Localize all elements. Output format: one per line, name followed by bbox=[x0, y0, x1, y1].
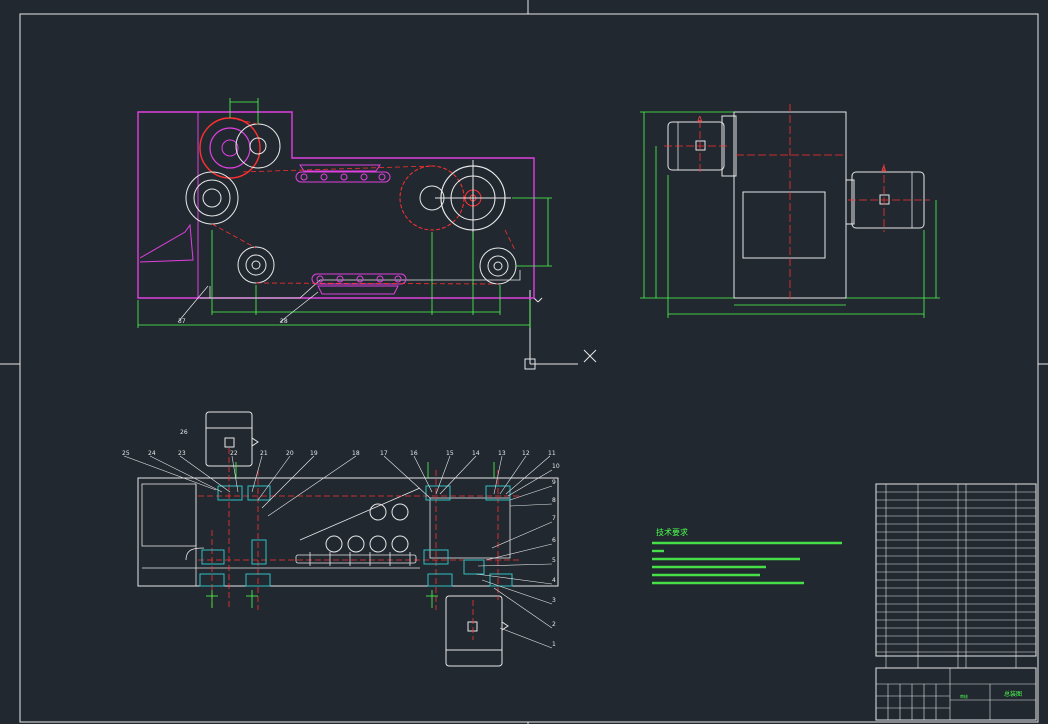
section-marker-upper: A bbox=[697, 115, 703, 124]
drive-sprocket-upper bbox=[199, 117, 281, 179]
plan-holes bbox=[325, 503, 409, 553]
part-number-1: 1 bbox=[552, 641, 556, 648]
part-number-2: 2 bbox=[552, 621, 556, 628]
part-number-15: 15 bbox=[446, 450, 454, 457]
tension-wheel-lower-left bbox=[237, 246, 275, 284]
idler-wheel-left bbox=[185, 171, 239, 225]
plan-chain-links bbox=[295, 552, 417, 566]
part-number-7: 7 bbox=[552, 515, 556, 522]
part-number-13: 13 bbox=[498, 450, 506, 457]
part-number-19: 19 bbox=[310, 450, 318, 457]
review-stage: 审核 bbox=[960, 693, 968, 699]
part-number-6: 6 bbox=[552, 537, 556, 544]
leader-lines bbox=[177, 285, 319, 323]
drawing-name: 总装图 bbox=[1004, 690, 1022, 698]
part-number-14: 14 bbox=[472, 450, 480, 457]
part-number-23: 23 bbox=[178, 450, 186, 457]
frame-outline bbox=[137, 111, 535, 299]
part-number-10: 10 bbox=[552, 463, 560, 470]
callout-part-28: 28 bbox=[280, 318, 288, 325]
side-view-dimensions bbox=[640, 111, 940, 318]
part-number-5: 5 bbox=[552, 557, 556, 564]
side-view-centerlines bbox=[664, 104, 930, 300]
parts-list bbox=[875, 483, 1037, 668]
plan-leaders bbox=[123, 455, 553, 649]
part-number-25: 25 bbox=[122, 450, 130, 457]
part-number-3: 3 bbox=[552, 597, 556, 604]
plan-dimensions bbox=[206, 462, 495, 608]
callout-part-26: 26 bbox=[180, 429, 188, 436]
motor-plan-upper bbox=[205, 411, 259, 467]
drive-sprocket-right bbox=[399, 160, 511, 240]
part-number-4: 4 bbox=[552, 577, 556, 584]
part-number-16: 16 bbox=[410, 450, 418, 457]
front-view: 37 28 bbox=[137, 98, 552, 328]
motor-plan-lower bbox=[445, 595, 509, 667]
plan-view: 2524232221201918171615141312111098765432… bbox=[122, 411, 560, 667]
section-marker-right: A bbox=[881, 165, 887, 174]
callout-part-37: 37 bbox=[178, 318, 186, 325]
ucs-icon bbox=[524, 290, 597, 370]
conveyor-chain-upper bbox=[295, 164, 391, 183]
front-view-dimensions bbox=[137, 98, 552, 328]
tension-wheel-lower-right bbox=[479, 247, 517, 285]
part-number-17: 17 bbox=[380, 450, 388, 457]
part-number-18: 18 bbox=[352, 450, 360, 457]
part-number-11: 11 bbox=[548, 450, 556, 457]
technical-notes-title: 技术要求 bbox=[656, 527, 688, 537]
part-number-24: 24 bbox=[148, 450, 156, 457]
part-number-9: 9 bbox=[552, 479, 556, 486]
part-number-21: 21 bbox=[260, 450, 268, 457]
part-number-8: 8 bbox=[552, 497, 556, 504]
part-number-22: 22 bbox=[230, 450, 238, 457]
plan-bearings bbox=[199, 485, 513, 587]
title-block: 总装图 审核 bbox=[875, 655, 1037, 721]
part-number-20: 20 bbox=[286, 450, 294, 457]
technical-notes: 技术要求 bbox=[652, 527, 842, 585]
part-number-12: 12 bbox=[522, 450, 530, 457]
side-view: A A bbox=[640, 104, 940, 318]
plan-frame bbox=[137, 477, 559, 587]
conveyor-chain-lower bbox=[311, 273, 407, 295]
chain-path bbox=[211, 117, 516, 285]
plan-centerlines bbox=[198, 448, 520, 640]
